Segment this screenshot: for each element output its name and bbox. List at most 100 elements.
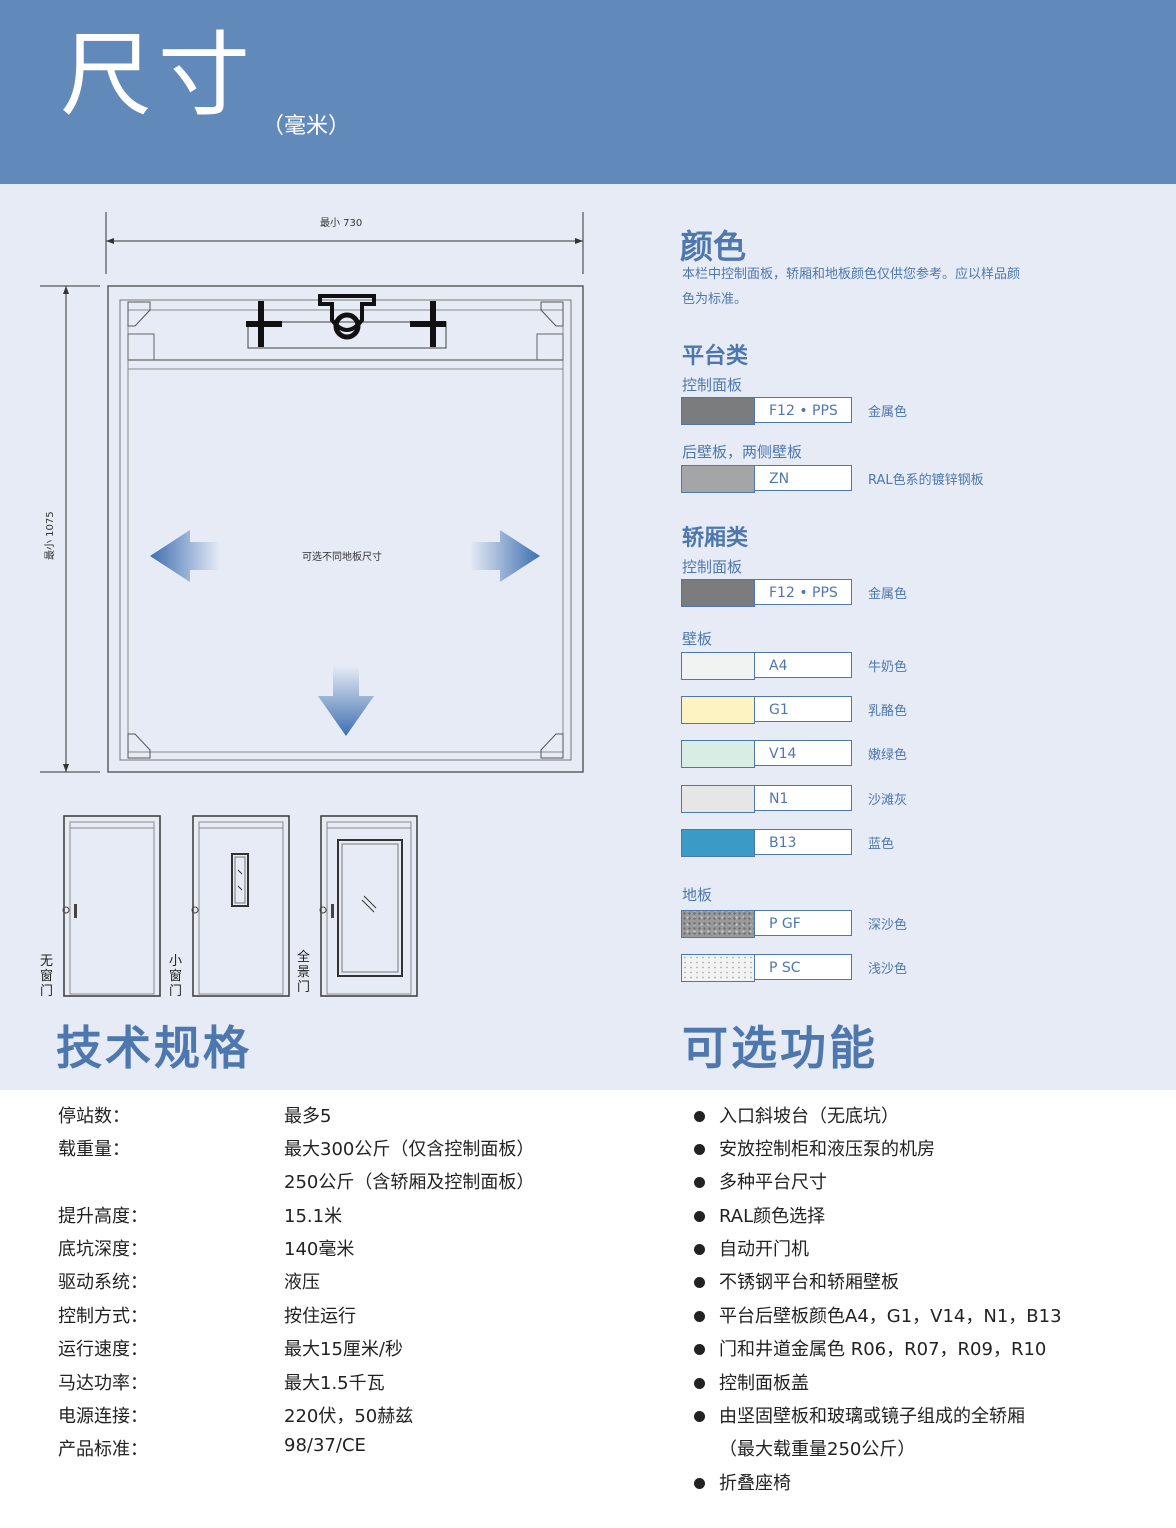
feature-text: 不锈钢平台和轿厢壁板: [719, 1272, 899, 1293]
swatch-row: N1 沙滩灰: [681, 785, 1101, 813]
platform-group-title: 平台类: [682, 344, 749, 369]
feature-text: 入口斜坡台（无底坑）: [719, 1106, 899, 1127]
header-banner: 尺寸 （毫米）: [0, 0, 1176, 184]
color-desc: 乳酪色: [868, 704, 908, 719]
feature-item: 控制面板盖: [690, 1369, 1160, 1402]
bullet-icon: [694, 1111, 705, 1122]
bullet-icon: [694, 1277, 705, 1288]
spec-label: 停站数：: [58, 1106, 130, 1127]
color-desc: 沙滩灰: [868, 793, 908, 808]
color-swatch: [681, 954, 755, 982]
swatch-row: P SC 浅沙色: [681, 954, 1101, 982]
spec-label: 载重量：: [58, 1139, 130, 1160]
spec-row: 载重量： 最大300公斤（仅含控制面板）: [58, 1135, 618, 1168]
swatch-row: B13 蓝色: [681, 829, 1101, 857]
swatch-row: P GF 深沙色: [681, 910, 1101, 938]
specs-title: 技术规格: [56, 1021, 252, 1075]
colors-title: 颜色: [680, 227, 746, 266]
arrow-down-icon: [318, 666, 374, 736]
swatch-row: F12 • PPS 金属色: [681, 579, 1101, 607]
cabin-control-panel-label: 控制面板: [682, 558, 743, 576]
color-desc: 蓝色: [868, 837, 895, 852]
door-label-full-glass: 全景门: [297, 950, 311, 995]
color-swatch: [681, 740, 755, 768]
bullet-icon: [694, 1244, 705, 1255]
feature-item: 安放控制柜和液压泵的机房: [690, 1135, 1160, 1168]
spec-value: 220伏，50赫兹: [284, 1406, 414, 1427]
feature-item: 不锈钢平台和轿厢壁板: [690, 1268, 1160, 1301]
platform-control-panel-label: 控制面板: [682, 376, 743, 394]
color-desc: RAL色系的镀锌钢板: [868, 473, 984, 488]
bullet-icon: [694, 1478, 705, 1489]
spec-label: 底坑深度：: [58, 1239, 148, 1260]
spec-label: 控制方式：: [58, 1306, 148, 1327]
spec-row: 停站数： 最多5: [58, 1102, 618, 1135]
feature-text: 折叠座椅: [719, 1473, 791, 1494]
swatch-row: ZN RAL色系的镀锌钢板: [681, 465, 1101, 493]
floor-size-label: 可选不同地板尺寸: [302, 550, 382, 563]
spec-value: 98/37/CE: [284, 1435, 366, 1456]
color-code: G1: [754, 696, 852, 722]
spec-label: 产品标准：: [58, 1439, 148, 1460]
bullet-icon: [694, 1411, 705, 1422]
bullet-icon: [694, 1311, 705, 1322]
door-small-window: [191, 815, 290, 997]
spec-row: 控制方式： 按住运行: [58, 1302, 618, 1335]
cabin-walls-label: 壁板: [682, 630, 713, 648]
color-swatch: [681, 785, 755, 813]
color-swatch: [681, 579, 755, 607]
swatch-row: F12 • PPS 金属色: [681, 397, 1101, 425]
spec-row: 250公斤（含轿厢及控制面板）: [58, 1168, 618, 1201]
bullet-icon: [694, 1144, 705, 1155]
bullet-icon: [694, 1177, 705, 1188]
color-code: P SC: [754, 954, 852, 980]
spec-value: 最大300公斤（仅含控制面板）: [284, 1139, 535, 1160]
spec-value: 最多5: [284, 1106, 332, 1127]
swatch-row: A4 牛奶色: [681, 652, 1101, 680]
feature-item: 自动开门机: [690, 1235, 1160, 1268]
spec-label: 电源连接：: [58, 1406, 148, 1427]
spec-value: 液压: [284, 1272, 320, 1293]
color-code: ZN: [754, 465, 852, 491]
swatch-row: G1 乳酪色: [681, 696, 1101, 724]
color-desc: 金属色: [868, 587, 908, 602]
color-swatch: [681, 829, 755, 857]
color-code: N1: [754, 785, 852, 811]
spec-row: 驱动系统： 液压: [58, 1268, 618, 1301]
feature-text: RAL颜色选择: [719, 1206, 826, 1227]
color-swatch: [681, 652, 755, 680]
color-desc: 牛奶色: [868, 660, 908, 675]
spec-row: 底坑深度： 140毫米: [58, 1235, 618, 1268]
color-swatch: [681, 696, 755, 724]
color-desc: 嫩绿色: [868, 748, 908, 763]
feature-item: 入口斜坡台（无底坑）: [690, 1102, 1160, 1135]
spec-row: 运行速度： 最大15厘米/秒: [58, 1335, 618, 1368]
color-desc: 浅沙色: [868, 962, 908, 977]
feature-text: 门和井道金属色 R06，R07，R09，R10: [719, 1339, 1047, 1360]
spec-label: 马达功率：: [58, 1373, 148, 1394]
spec-row: 提升高度： 15.1米: [58, 1202, 618, 1235]
height-dimension-label: 最小 1075: [44, 511, 56, 560]
color-swatch: [681, 397, 755, 425]
spec-value: 140毫米: [284, 1239, 355, 1260]
bullet-icon: [694, 1378, 705, 1389]
spec-label: 驱动系统：: [58, 1272, 148, 1293]
spec-label: 运行速度：: [58, 1339, 148, 1360]
door-no-window: [62, 815, 161, 997]
feature-text: 由坚固壁板和玻璃或镜子组成的全轿厢: [719, 1406, 1025, 1427]
arrow-left-icon: [150, 530, 220, 582]
feature-text: 平台后壁板颜色A4，G1，V14，N1，B13: [719, 1306, 1062, 1327]
floor-label: 地板: [682, 886, 713, 904]
feature-item: 多种平台尺寸: [690, 1168, 1160, 1201]
door-types-drawing: [62, 815, 418, 997]
feature-item: 由坚固壁板和玻璃或镜子组成的全轿厢: [690, 1402, 1160, 1435]
spec-value: 按住运行: [284, 1306, 356, 1327]
spec-label: 提升高度：: [58, 1206, 148, 1227]
color-code: V14: [754, 740, 852, 766]
platform-walls-label: 后壁板，两侧壁板: [682, 443, 803, 461]
spec-row: 产品标准： 98/37/CE: [58, 1435, 618, 1468]
spec-value: 最大15厘米/秒: [284, 1339, 403, 1360]
door-full-glass: [319, 815, 418, 997]
color-code: F12 • PPS: [754, 579, 852, 605]
feature-item: 平台后壁板颜色A4，G1，V14，N1，B13: [690, 1302, 1160, 1335]
